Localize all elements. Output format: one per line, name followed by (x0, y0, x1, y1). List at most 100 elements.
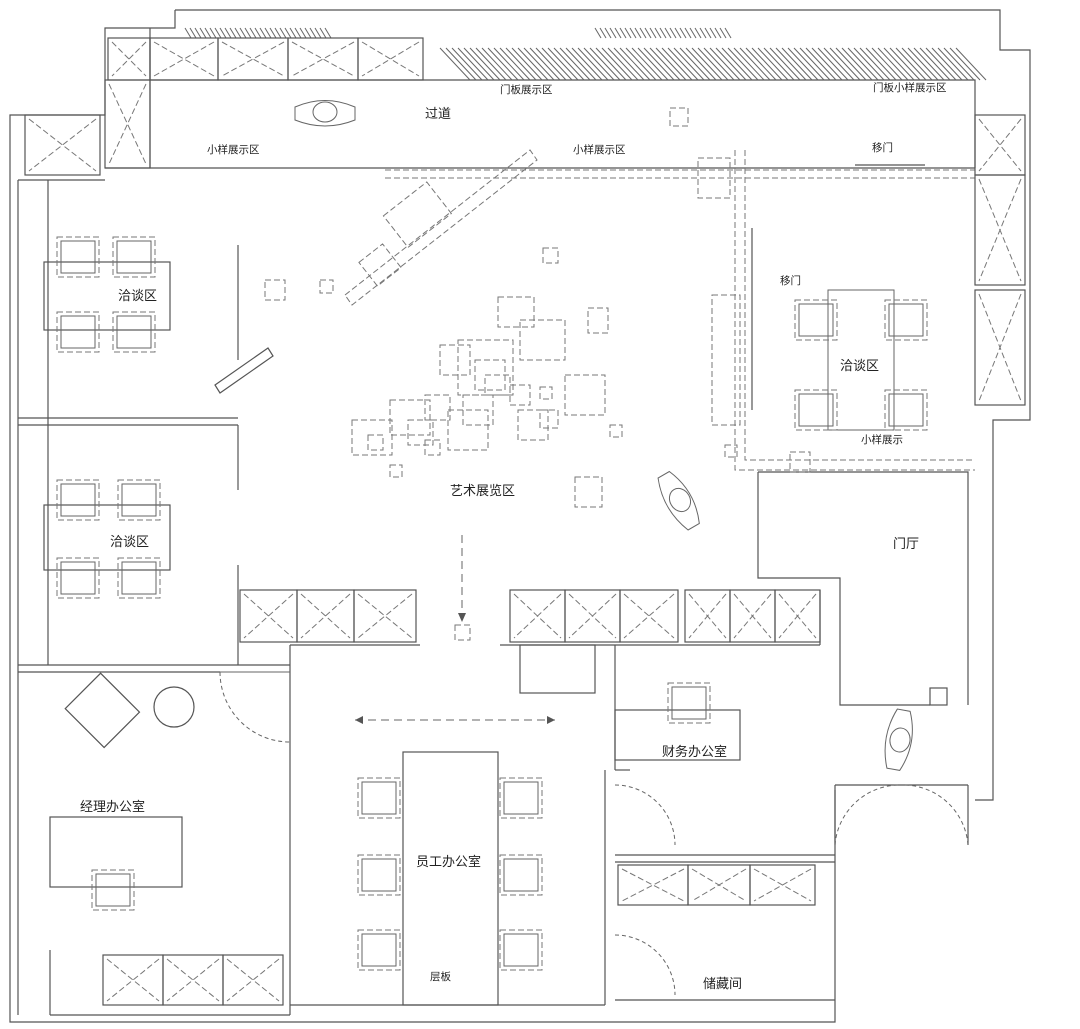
cabinet-cross (688, 593, 727, 639)
wall-hatch (254, 27, 262, 39)
cabinet-cross (153, 41, 215, 77)
chair-seat (503, 858, 539, 892)
chair-outline (56, 479, 100, 521)
wall-hatch (274, 27, 282, 39)
art-display-stand (609, 424, 623, 438)
cabinet-cross (778, 593, 817, 639)
wall-hatch (614, 27, 622, 39)
chair-seat (361, 781, 397, 815)
wall-hatch (679, 27, 687, 39)
wall-hatch (674, 27, 682, 39)
cabinet-cross (221, 41, 285, 77)
label-meeting-left-bottom: 洽谈区 (110, 535, 149, 550)
wall-hatch (517, 47, 549, 81)
cabinet-cross (291, 41, 355, 77)
wall-hatch (194, 27, 202, 39)
cabinet (974, 174, 1026, 286)
cabinet-cross (300, 593, 351, 639)
cabinet-cross (166, 958, 220, 1002)
chair-seat (116, 240, 152, 274)
chair-seat (361, 858, 397, 892)
wall-hatch (625, 47, 657, 81)
art-display-stand (539, 409, 559, 429)
wall-hatch (309, 27, 317, 39)
wall-hatch (699, 27, 707, 39)
label-sample-display-mid: 小样展示区 (573, 143, 626, 156)
label-finance-office: 财务办公室 (662, 744, 727, 760)
wall-hatch (871, 47, 903, 81)
chair-seat (503, 933, 539, 967)
wall-hatch (685, 47, 717, 81)
wall-hatch (793, 47, 825, 81)
wall-hatch (655, 47, 687, 81)
wall-hatch (523, 47, 555, 81)
chair-outline (112, 236, 156, 278)
wall-hatch (895, 47, 927, 81)
chair-seat (888, 393, 924, 427)
wall-hatch (925, 47, 957, 81)
label-sample-display-small: 小样展示 (861, 433, 903, 446)
person-head (889, 727, 911, 753)
wall-hatch (229, 27, 237, 39)
cabinet (162, 954, 224, 1006)
cabinet-outline (774, 589, 821, 643)
chair-outline (56, 236, 100, 278)
wall-hatch (714, 27, 722, 39)
art-display-stand (574, 476, 603, 508)
chair (667, 682, 711, 724)
wall-hatch (781, 47, 813, 81)
cabinet (222, 954, 284, 1006)
chair-seat (798, 303, 834, 337)
wall-hatch (637, 47, 669, 81)
wall-hatch (649, 47, 681, 81)
cabinet (774, 589, 821, 643)
art-display-stand (519, 319, 566, 361)
cabinet-cross (111, 41, 147, 77)
wall-hatch (684, 27, 692, 39)
chair-outline (56, 311, 100, 353)
chair (56, 479, 100, 521)
wall-hatch (259, 27, 267, 39)
cabinet (564, 589, 621, 643)
cabinet-outline (104, 79, 151, 169)
art-display-stand (539, 386, 553, 400)
wall-hatch (463, 47, 495, 81)
wall-hatch (724, 27, 732, 39)
chair (794, 389, 838, 431)
chair (117, 479, 161, 521)
chair-seat (60, 315, 96, 349)
wall-hatch (877, 47, 909, 81)
wall-hatch (249, 27, 257, 39)
wall-hatch (703, 47, 735, 81)
wall-hatch (847, 47, 879, 81)
label-sliding-door-mid: 移门 (780, 274, 801, 287)
wall-hatch (659, 27, 667, 39)
wall-hatch (529, 47, 561, 81)
cabinet-cross (111, 41, 147, 77)
cabinet-outline (749, 864, 816, 906)
chair-outline (884, 389, 928, 431)
chair (499, 777, 543, 819)
label-lobby: 门厅 (893, 537, 919, 552)
cabinet-outline (222, 954, 284, 1006)
wall-hatch (565, 47, 597, 81)
art-display-stand (517, 409, 549, 441)
wall-hatch (481, 47, 513, 81)
wall-hatch (709, 27, 717, 39)
wall-hatch (931, 47, 963, 81)
cabinet (687, 864, 751, 906)
cabinet-outline (162, 954, 224, 1006)
wall-hatch (607, 47, 639, 81)
cabinet-cross (226, 958, 280, 1002)
wall-hatch (811, 47, 843, 81)
art-display-stand (351, 419, 393, 456)
art-display-stand (367, 434, 384, 451)
chair-seat (671, 686, 707, 720)
chair-seat (60, 240, 96, 274)
chair (884, 389, 928, 431)
wall-hatch (595, 47, 627, 81)
wall-hatch (304, 27, 312, 39)
wall-hatch (769, 47, 801, 81)
cabinet (107, 37, 151, 81)
wall-hatch (654, 27, 662, 39)
